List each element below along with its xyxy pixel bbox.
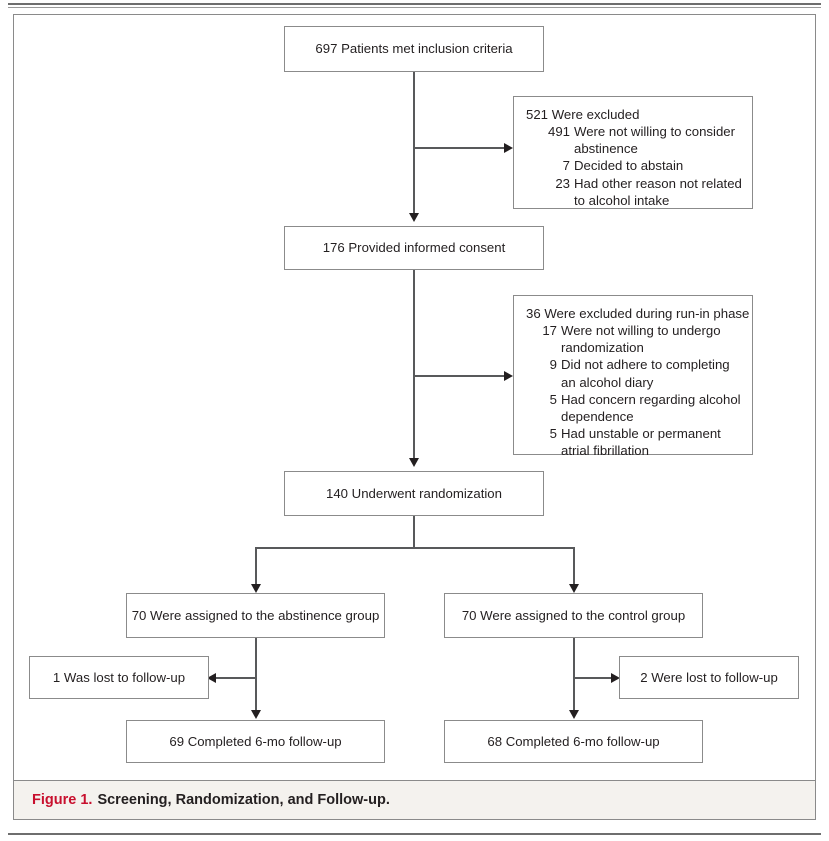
connector-inclusion-to-consent <box>413 72 415 216</box>
figure-caption-bar: Figure 1. Screening, Randomization, and … <box>13 780 816 820</box>
excluded-runin-item-text: Did not adhere to completing an alcohol … <box>561 357 730 390</box>
excluded-runin-item-text: Had unstable or permanent atrial fibrill… <box>561 426 721 459</box>
excluded-runin-item: 5 Had concern regarding alcohol dependen… <box>526 391 742 425</box>
excluded-runin-item-text: Had concern regarding alcohol dependence <box>561 391 741 424</box>
node-control-group: 70 Were assigned to the control group <box>444 593 703 638</box>
node-control-completed-label: 68 Completed 6-mo follow-up <box>487 733 660 749</box>
excluded-runin-item: 9 Did not adhere to completing an alcoho… <box>526 356 742 390</box>
excluded-screening-item-number: 23 <box>555 175 570 191</box>
connector-split-right <box>573 547 575 587</box>
connector-consent-to-randomization <box>413 270 415 461</box>
excluded-screening-heading: 521 Were excluded <box>526 106 742 123</box>
arrowhead-to-control-group <box>569 584 579 593</box>
excluded-screening-item-text: Decided to abstain <box>574 158 684 174</box>
excluded-runin-item-number: 5 <box>549 391 557 407</box>
excluded-screening-item: 7 Decided to abstain <box>526 157 742 174</box>
excluded-screening-item: 23 Had other reason not related to alcoh… <box>526 175 742 209</box>
figure-caption-title: Screening, Randomization, and Follow-up. <box>97 792 390 808</box>
node-control-group-label: 70 Were assigned to the control group <box>461 607 686 623</box>
arrowhead-to-randomization <box>409 458 419 467</box>
connector-randomization-stem <box>413 516 415 548</box>
excluded-screening-item: 491 Were not willing to consider abstine… <box>526 123 742 157</box>
node-randomization: 140 Underwent randomization <box>284 471 544 516</box>
arrowhead-to-consent <box>409 213 419 222</box>
excluded-runin-heading-number: 36 <box>526 306 541 321</box>
connector-to-control-lost <box>573 677 613 679</box>
excluded-screening-heading-number: 521 <box>526 107 549 122</box>
node-abstinence-group-label: 70 Were assigned to the abstinence group <box>131 607 380 623</box>
connector-to-excluded-runin <box>413 375 506 377</box>
excluded-runin-item: 17 Were not willing to undergo randomiza… <box>526 322 742 356</box>
excluded-screening-heading-text: Were excluded <box>551 107 640 122</box>
arrowhead-to-control-lost <box>611 673 620 683</box>
connector-to-excluded-screening <box>413 147 506 149</box>
excluded-screening-item-number: 7 <box>562 158 570 174</box>
figure-caption-label: Figure 1. <box>32 792 93 808</box>
excluded-runin-item-number: 5 <box>549 426 557 442</box>
connector-abstinence-to-completed <box>255 638 257 714</box>
top-rule-thin <box>8 7 821 8</box>
node-abstinence-group: 70 Were assigned to the abstinence group <box>126 593 385 638</box>
node-informed-consent-label: 176 Provided informed consent <box>322 240 506 256</box>
arrowhead-to-control-completed <box>569 710 579 719</box>
node-control-completed: 68 Completed 6-mo follow-up <box>444 720 703 763</box>
connector-randomization-split <box>255 547 575 549</box>
excluded-screening-item-number: 491 <box>547 124 570 140</box>
excluded-runin-item-number: 9 <box>549 357 557 373</box>
top-rule-thick <box>8 3 821 5</box>
node-abstinence-lost: 1 Was lost to follow-up <box>29 656 209 699</box>
node-abstinence-completed-label: 69 Completed 6-mo follow-up <box>169 733 342 749</box>
node-abstinence-lost-label: 1 Was lost to follow-up <box>52 669 186 685</box>
node-inclusion-criteria: 697 Patients met inclusion criteria <box>284 26 544 72</box>
excluded-screening-item-text: Were not willing to consider abstinence <box>574 124 736 157</box>
excluded-runin-item-text: Were not willing to undergo randomizatio… <box>561 323 721 356</box>
arrowhead-to-abstinence-lost <box>207 673 216 683</box>
connector-split-left <box>255 547 257 587</box>
node-excluded-runin: 36 Were excluded during run-in phase 17 … <box>513 295 753 458</box>
excluded-runin-item-number: 17 <box>542 323 557 339</box>
node-randomization-label: 140 Underwent randomization <box>326 485 502 501</box>
node-excluded-screening: 521 Were excluded 491 Were not willing t… <box>513 96 753 209</box>
connector-control-to-completed <box>573 638 575 714</box>
excluded-runin-heading-text: Were excluded during run-in phase <box>544 306 750 321</box>
excluded-runin-heading: 36 Were excluded during run-in phase <box>526 305 749 322</box>
excluded-runin-item: 5 Had unstable or permanent atrial fibri… <box>526 425 742 459</box>
arrowhead-to-excluded-runin <box>504 371 513 381</box>
connector-to-abstinence-lost <box>216 677 256 679</box>
arrowhead-to-abstinence-group <box>251 584 261 593</box>
bottom-rule <box>8 833 821 835</box>
node-control-lost: 2 Were lost to follow-up <box>619 656 799 699</box>
node-control-lost-label: 2 Were lost to follow-up <box>640 669 778 685</box>
node-inclusion-criteria-label: 697 Patients met inclusion criteria <box>315 41 513 57</box>
excluded-screening-item-text: Had other reason not related to alcohol … <box>574 175 742 208</box>
node-abstinence-completed: 69 Completed 6-mo follow-up <box>126 720 385 763</box>
arrowhead-to-abstinence-completed <box>251 710 261 719</box>
arrowhead-to-excluded-screening <box>504 143 513 153</box>
node-informed-consent: 176 Provided informed consent <box>284 226 544 270</box>
